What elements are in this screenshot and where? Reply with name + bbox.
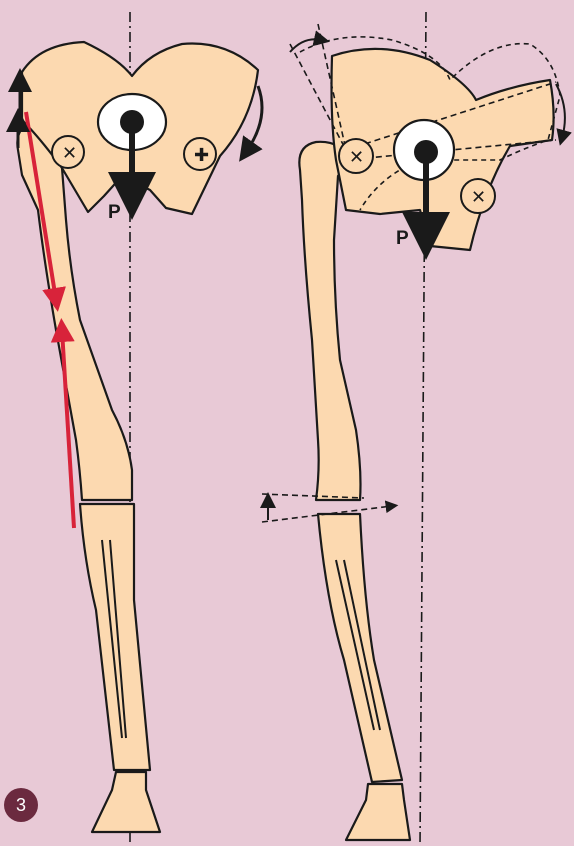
left-load-label: P [108, 202, 121, 224]
svg-text:✕: ✕ [471, 187, 486, 208]
svg-text:✕: ✕ [62, 143, 77, 164]
left-tibia [80, 504, 150, 770]
figure-number-badge: 3 [4, 788, 38, 822]
svg-text:✕: ✕ [349, 147, 364, 168]
left-panel: ✕ ✚ [17, 12, 262, 846]
right-tilt-arrow-side [556, 84, 565, 138]
right-tilt-arrow-top [290, 39, 322, 52]
right-foot [346, 784, 410, 840]
svg-text:✚: ✚ [194, 145, 209, 166]
left-foot [92, 772, 160, 832]
right-tibia [318, 514, 402, 782]
right-panel: ✕ ✕ [262, 12, 565, 846]
right-load-label: P [396, 228, 409, 250]
